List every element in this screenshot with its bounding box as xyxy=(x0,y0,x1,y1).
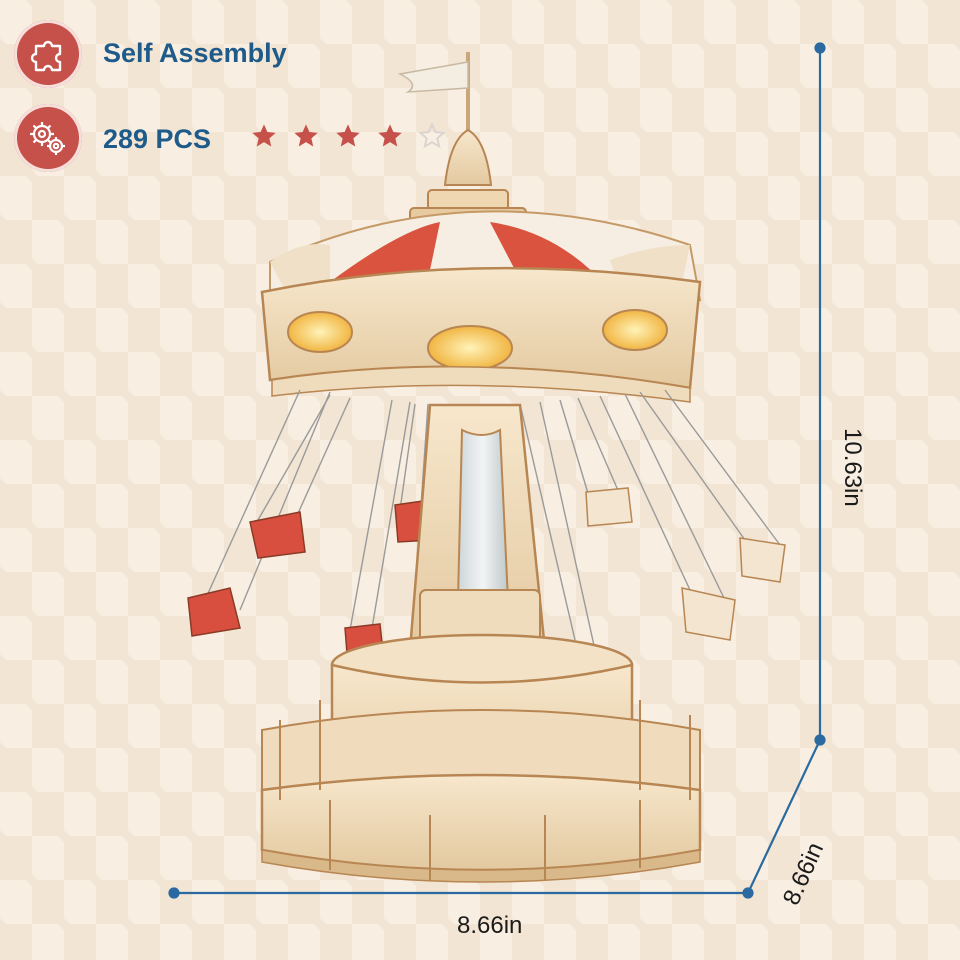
puzzle-icon xyxy=(30,40,62,72)
gears-icon xyxy=(30,122,65,155)
height-dimension-label: 10.63in xyxy=(839,428,866,507)
feature-badge-assembly xyxy=(14,20,82,88)
difficulty-rating xyxy=(250,122,446,150)
dimension-lines xyxy=(168,42,826,899)
flag xyxy=(397,52,470,150)
finial xyxy=(409,128,527,223)
star-filled-icon xyxy=(378,124,402,147)
star-filled-icon xyxy=(252,124,276,147)
feature-badge-pieces xyxy=(14,104,82,172)
width-dimension-label: 8.66in xyxy=(457,912,523,939)
star-filled-icon xyxy=(336,124,360,147)
feature-label-pieces: 289 PCS xyxy=(103,124,212,154)
star-empty-icon xyxy=(418,122,446,149)
feature-label-assembly: Self Assembly xyxy=(103,38,287,68)
central-pillar xyxy=(408,403,547,661)
swing-chains xyxy=(204,389,781,651)
star-filled-icon xyxy=(294,124,318,147)
canopy xyxy=(260,210,702,403)
lower-base xyxy=(260,700,702,883)
